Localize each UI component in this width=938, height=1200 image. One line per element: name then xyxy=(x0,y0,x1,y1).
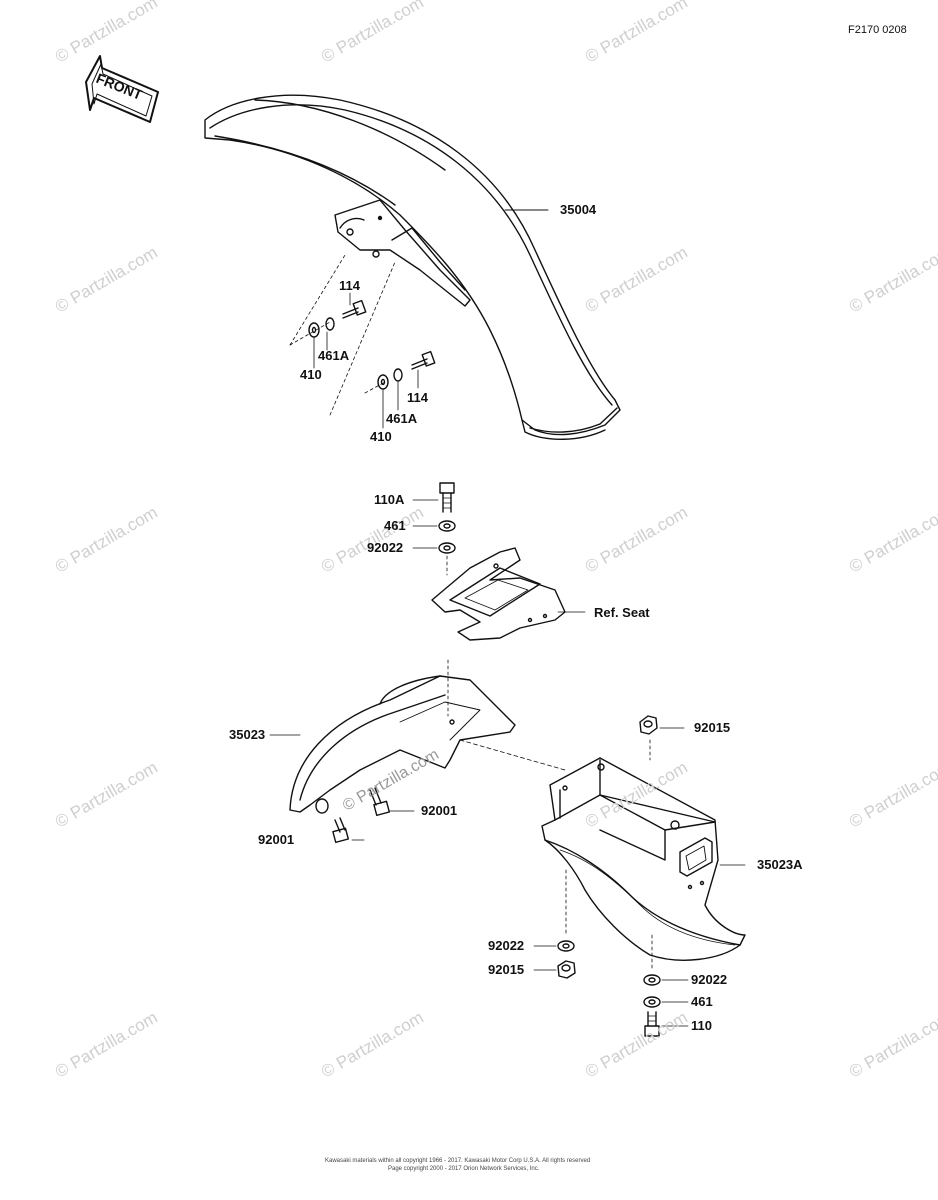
part-label-461a[interactable]: 461A xyxy=(318,348,350,363)
part-label-461a[interactable]: 461A xyxy=(386,411,418,426)
part-label-92022[interactable]: 92022 xyxy=(691,972,728,987)
footer-page-copyright: Page copyright 2000 - 2017 Orion Network… xyxy=(388,1166,540,1172)
part-label-92022[interactable]: 92022 xyxy=(488,938,525,953)
seat-bracket xyxy=(431,547,586,641)
part-label-35023[interactable]: 35023 xyxy=(229,727,266,742)
seat-bracket-bolt-stack xyxy=(412,482,456,576)
rear-fender-bolt-stack xyxy=(643,974,689,1037)
part-label-35004[interactable]: 35004 xyxy=(560,202,597,217)
diagram-code: F2170 0208 xyxy=(848,24,907,36)
part-label-110[interactable]: 110 xyxy=(691,1018,712,1033)
part-label-114[interactable]: 114 xyxy=(339,278,360,293)
part-label-410[interactable]: 410 xyxy=(300,367,322,382)
rear-fender-rear xyxy=(541,757,746,971)
front-arrow-icon xyxy=(85,55,159,123)
part-label-410[interactable]: 410 xyxy=(370,429,392,444)
nut-92015-top xyxy=(639,715,685,761)
footer-copyright: Kawasaki materials within all copyright … xyxy=(325,1158,591,1164)
part-label-35023a[interactable]: 35023A xyxy=(757,857,803,872)
part-label-92001[interactable]: 92001 xyxy=(258,832,295,847)
front-fender xyxy=(204,94,621,440)
rear-fender-bolts xyxy=(315,787,415,844)
front-fender-bolts xyxy=(289,254,436,429)
part-label-114[interactable]: 114 xyxy=(407,390,428,405)
rear-fender-lower-hardware xyxy=(533,940,576,979)
part-label-ref-seat[interactable]: Ref. Seat xyxy=(594,605,650,620)
part-label-92015[interactable]: 92015 xyxy=(694,720,731,735)
part-label-92001[interactable]: 92001 xyxy=(421,803,458,818)
part-label-92015[interactable]: 92015 xyxy=(488,962,525,977)
rear-fender-front xyxy=(269,659,566,813)
part-label-461[interactable]: 461 xyxy=(691,994,713,1009)
part-label-92022[interactable]: 92022 xyxy=(367,540,404,555)
part-label-110a[interactable]: 110A xyxy=(374,492,405,507)
part-label-461[interactable]: 461 xyxy=(384,518,406,533)
